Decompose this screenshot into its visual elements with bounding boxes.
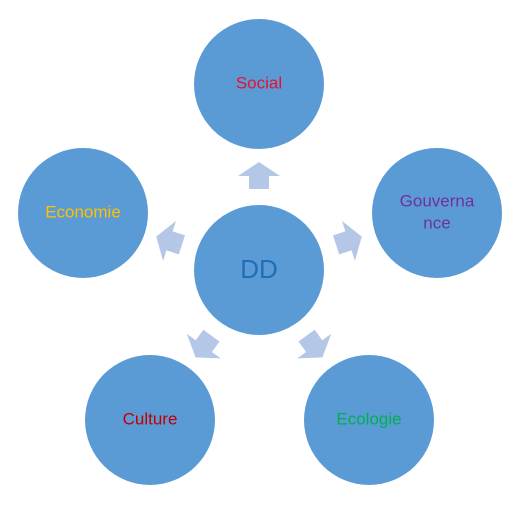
arrow-to-ecologie <box>297 329 332 359</box>
node-economie: Economie <box>18 148 148 278</box>
arrow-to-economie <box>156 220 186 261</box>
arrow-to-gouvernance <box>332 220 362 261</box>
node-culture: Culture <box>85 355 215 485</box>
social-label: Social <box>236 73 282 92</box>
culture-label: Culture <box>123 409 178 428</box>
gouvernance-label: nce <box>423 213 450 232</box>
node-social: Social <box>194 19 324 149</box>
social-circle <box>194 19 324 149</box>
arrows-group <box>156 162 362 359</box>
ecologie-label: Ecologie <box>336 409 401 428</box>
node-gouvernance: Gouverna nce <box>372 148 502 278</box>
node-ecologie: Ecologie <box>304 355 434 485</box>
ecologie-circle <box>304 355 434 485</box>
arrow-to-culture <box>186 329 221 359</box>
economie-circle <box>18 148 148 278</box>
arrow-to-social <box>238 162 280 189</box>
center-circle <box>194 205 324 335</box>
gouvernance-circle <box>372 148 502 278</box>
economie-label: Economie <box>45 202 121 221</box>
culture-circle <box>85 355 215 485</box>
center-label: DD <box>240 254 278 284</box>
gouvernance-label: Gouverna <box>400 191 475 210</box>
center-node: DD <box>194 205 324 335</box>
